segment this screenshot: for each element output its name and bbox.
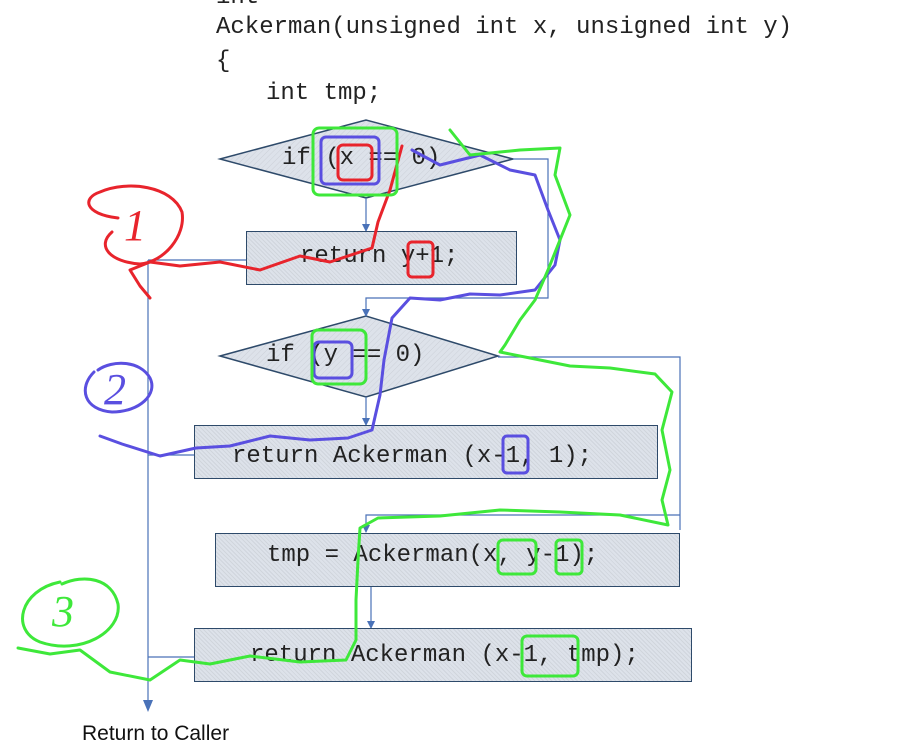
condition-x-equals-0: if (x == 0) xyxy=(282,145,441,172)
process-return-ackerman-tmp xyxy=(194,628,692,682)
red-annotation xyxy=(87,143,435,300)
process-tmp-assignment xyxy=(215,533,680,587)
flow-arrowheads xyxy=(143,224,375,712)
code-header-cut: int xyxy=(216,0,259,11)
return-ackerman-x-1-1-label: return Ackerman (x-1, 1); xyxy=(232,443,593,470)
open-brace: { xyxy=(216,48,231,75)
annotation-number-3: 3 xyxy=(51,587,74,636)
annotation-number-2: 2 xyxy=(104,365,126,414)
function-signature: Ackerman(unsigned int x, unsigned int y) xyxy=(216,14,793,41)
tmp-declaration: int tmp; xyxy=(266,80,382,107)
return-to-caller-label: Return to Caller xyxy=(82,722,230,745)
green-annotation xyxy=(16,126,674,682)
blue-annotation xyxy=(83,135,562,475)
annotation-number-1: 1 xyxy=(124,201,146,250)
process-return-ackerman-x-1-1 xyxy=(194,425,658,479)
tmp-assignment-label: tmp = Ackerman(x, y-1); xyxy=(267,542,599,569)
